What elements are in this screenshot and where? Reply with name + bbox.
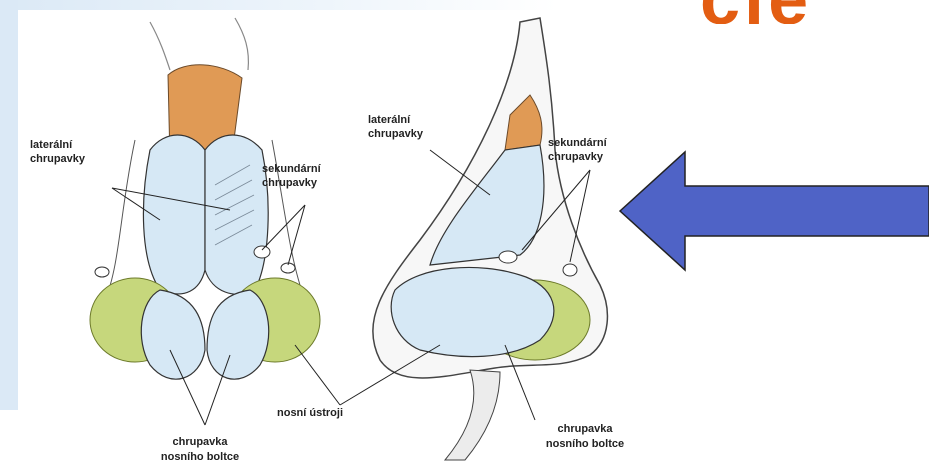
label-side-secondary-line2: chrupavky <box>548 151 604 163</box>
front-alar-cartilage-right <box>207 290 269 379</box>
label-front-alar-line2: nosního boltce <box>161 451 239 463</box>
label-front-secondary-line1: sekundární <box>262 163 322 175</box>
front-lateral-cartilage-left <box>143 135 205 294</box>
side-alar-cartilage <box>391 267 554 356</box>
front-alar-cartilage-left <box>141 290 205 379</box>
side-lower-tissue <box>445 370 500 460</box>
label-side-alar-line2: nosního boltce <box>546 438 624 450</box>
label-front-lateral-line1: laterální <box>30 139 73 151</box>
side-view-illustration <box>295 18 607 460</box>
front-secondary-cartilage-mid <box>254 246 270 258</box>
label-front-alar-line1: chrupavka <box>172 436 228 448</box>
left-pointing-arrow-icon <box>620 152 929 270</box>
label-side-secondary-line1: sekundární <box>548 137 608 149</box>
front-brow-line-right <box>235 18 248 70</box>
front-lateral-cartilage-right <box>205 135 268 294</box>
label-side-alar-line1: chrupavka <box>557 423 613 435</box>
label-nostril: nosní ústroji <box>277 407 343 419</box>
front-secondary-cartilage-left <box>95 267 109 277</box>
label-front-lateral-line2: chrupavky <box>30 153 86 165</box>
front-brow-line-left <box>150 22 170 70</box>
front-view-illustration <box>90 18 320 425</box>
label-side-lateral-line2: chrupavky <box>368 128 424 140</box>
side-secondary-cartilage-lower <box>563 264 577 276</box>
label-front-secondary-line2: chrupavky <box>262 177 318 189</box>
label-side-lateral-line1: laterální <box>368 114 411 126</box>
front-outline-left <box>105 140 135 300</box>
side-secondary-cartilage-upper <box>499 251 517 263</box>
